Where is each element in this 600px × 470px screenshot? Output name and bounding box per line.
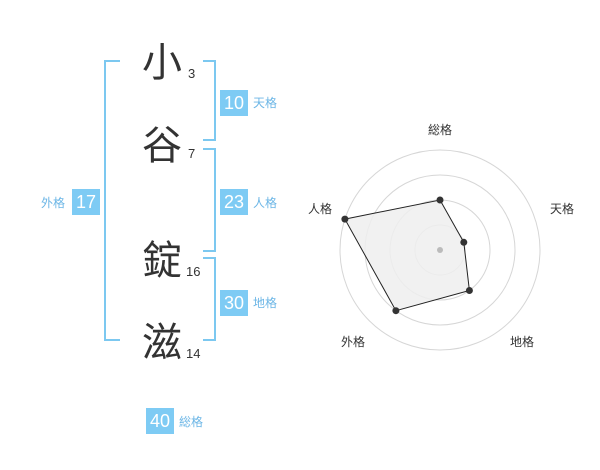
name-char-3: 錠 bbox=[142, 238, 182, 284]
radar-axis-label-gaikaku: 外格 bbox=[341, 335, 366, 349]
radar-point-1 bbox=[436, 196, 444, 204]
radar-ring-4 bbox=[339, 149, 541, 351]
chikaku-value: 30 bbox=[220, 290, 248, 316]
radar-center-dot bbox=[437, 247, 443, 253]
radar-point-5 bbox=[341, 215, 349, 223]
radar-axis-label-tenkaku: 天格 bbox=[550, 202, 575, 216]
stroke-count-3: 16 bbox=[186, 264, 201, 279]
radar-axis-label-chikaku: 地格 bbox=[510, 335, 535, 349]
radar-point-4 bbox=[392, 307, 400, 315]
radar-point-3 bbox=[465, 287, 473, 294]
soukaku-label: 総格 bbox=[179, 415, 204, 429]
radar-axis-label-soukaku: 総格 bbox=[428, 123, 453, 137]
gaikaku-label: 外格 bbox=[41, 196, 66, 210]
chikaku-label: 地格 bbox=[253, 296, 278, 310]
stroke-count-1: 3 bbox=[188, 66, 196, 81]
name-char-2: 谷 bbox=[142, 123, 182, 169]
soukaku-value: 40 bbox=[146, 408, 174, 434]
tenkaku-bracket bbox=[203, 60, 216, 141]
name-char-1: 小 bbox=[142, 40, 182, 86]
gaikaku-bracket bbox=[104, 60, 120, 341]
tenkaku-label: 天格 bbox=[253, 96, 278, 110]
stroke-count-4: 14 bbox=[186, 346, 201, 361]
name-char-4: 滋 bbox=[142, 320, 182, 366]
jinkaku-value: 23 bbox=[220, 189, 248, 215]
gaikaku-value: 17 bbox=[72, 189, 100, 215]
radar-area bbox=[344, 199, 470, 312]
tenkaku-value: 10 bbox=[220, 90, 248, 116]
jinkaku-label: 人格 bbox=[253, 196, 278, 210]
radar-axis-label-jinkaku: 人格 bbox=[308, 202, 333, 216]
jinkaku-bracket bbox=[203, 148, 216, 252]
radar-point-2 bbox=[460, 238, 468, 246]
chikaku-bracket bbox=[203, 257, 216, 341]
stroke-count-2: 7 bbox=[188, 146, 196, 161]
